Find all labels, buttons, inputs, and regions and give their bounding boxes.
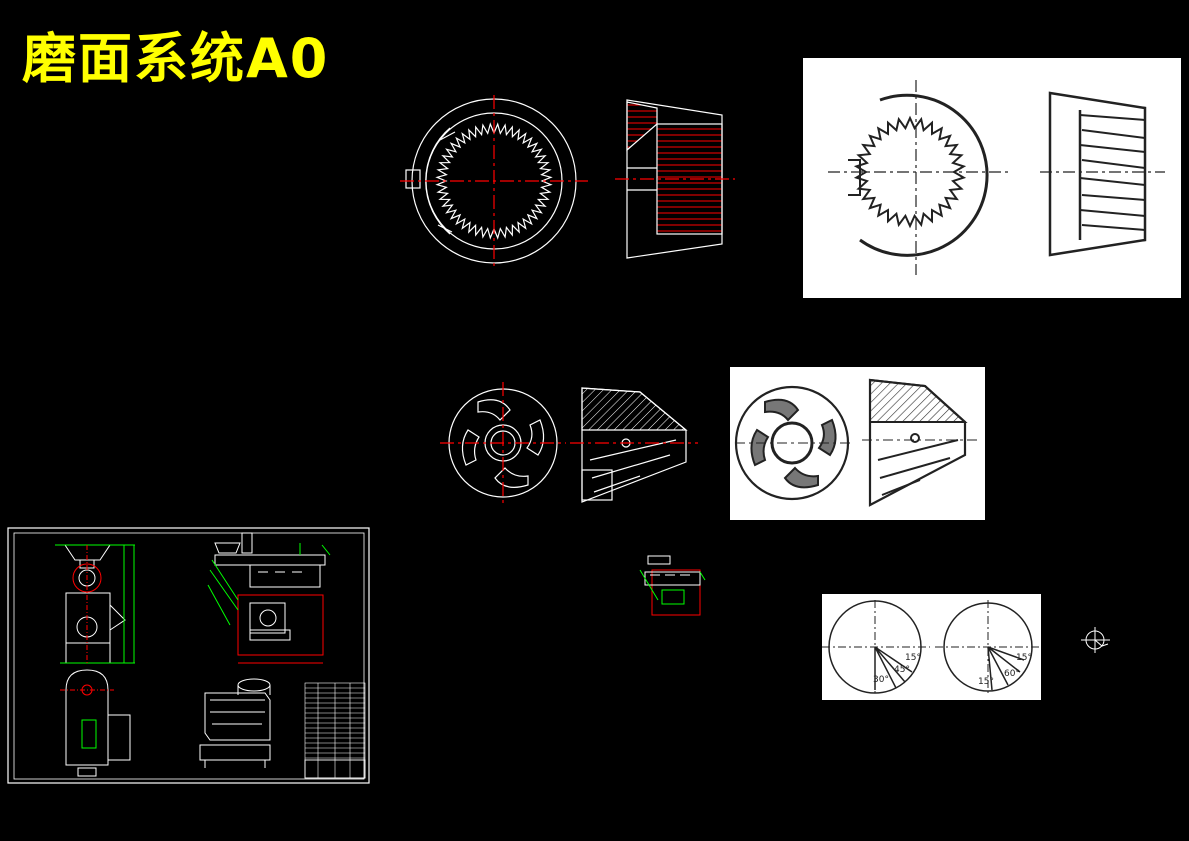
drawing-title: 磨面系统A0	[22, 27, 330, 90]
rotor-side-section[interactable]	[570, 387, 698, 503]
ring-gear-front-view[interactable]	[400, 95, 588, 268]
assembly-isometric-view	[199, 678, 271, 768]
ucs-crosshair-icon[interactable]	[1081, 627, 1110, 653]
scan-ring-gear	[803, 58, 1181, 298]
angle-label-left-1: 30°	[873, 675, 889, 685]
assembly-front-view	[55, 544, 135, 664]
scan-angle-diagram: 30° 45° 15° 15° 60° 15°	[822, 594, 1041, 700]
scan-rotor	[730, 367, 985, 520]
angle-label-left-2: 45°	[894, 665, 910, 675]
assembly-drawing-sheet[interactable]	[7, 527, 370, 784]
assembly-side-view	[207, 532, 331, 664]
scan-gear-teeth	[853, 115, 967, 229]
assembly-top-view	[60, 669, 131, 777]
assembly-title-block	[304, 682, 366, 779]
small-machine-thumbnail[interactable]	[639, 555, 706, 616]
angle-label-left-3: 15°	[905, 653, 921, 663]
angle-label-right-3: 15°	[1016, 653, 1032, 663]
angle-label-right-1: 15°	[978, 677, 994, 687]
rotor-front-view[interactable]	[440, 382, 566, 505]
ring-gear-side-section[interactable]	[615, 99, 735, 259]
angle-label-right-2: 60°	[1004, 669, 1020, 679]
